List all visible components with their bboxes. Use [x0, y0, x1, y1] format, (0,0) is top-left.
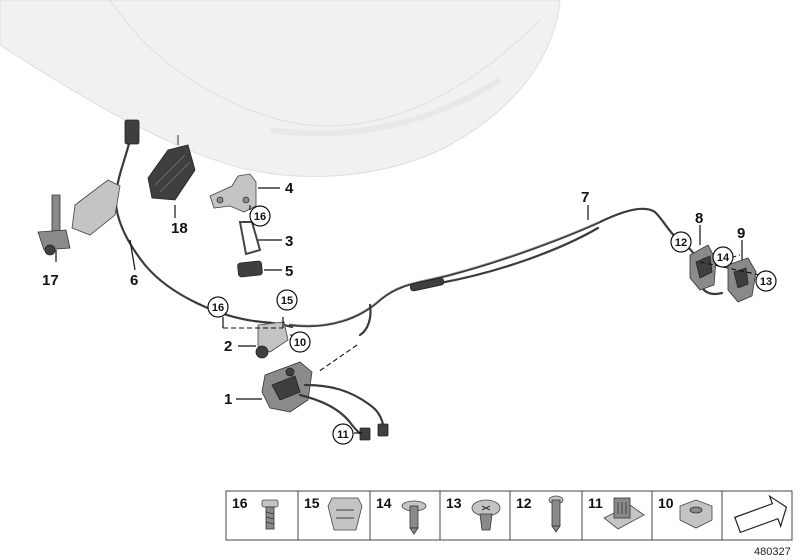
circled-callouts: 16 16 15 10 11 12 14 13	[207, 205, 777, 445]
circled-16-lower: 16	[212, 302, 224, 314]
bolt-icon	[261, 499, 279, 530]
table-cell-11: 11	[588, 495, 603, 511]
callout-5: 5	[285, 263, 293, 280]
part-17-bracket	[37, 179, 121, 262]
orientation-arrow-icon	[734, 494, 788, 534]
circled-11: 11	[337, 429, 349, 441]
callout-9: 9	[737, 225, 745, 242]
circled-14: 14	[717, 252, 730, 264]
table-cell-16: 16	[232, 495, 248, 511]
cable-sleeve	[409, 277, 445, 292]
part-8-handle	[689, 244, 717, 291]
callout-labels: 18 4 3 5 17 6 7 8 9 2 1	[42, 180, 745, 408]
circled-13: 13	[760, 276, 772, 288]
connector-icon	[603, 497, 645, 530]
clip-icon	[327, 497, 363, 531]
circled-15: 15	[281, 295, 293, 307]
part-9-lever	[727, 257, 757, 303]
screw-icon	[401, 500, 427, 535]
screw-small-icon	[548, 495, 564, 533]
part-5-buffer	[237, 260, 263, 278]
callout-7: 7	[581, 189, 589, 206]
callout-17: 17	[42, 272, 59, 289]
circled-10: 10	[294, 337, 306, 349]
callout-6: 6	[130, 272, 138, 289]
table-cell-13: 13	[446, 495, 462, 511]
rivet-icon	[471, 499, 501, 531]
part-3-seal	[238, 221, 262, 256]
table-cell-10: 10	[658, 495, 674, 511]
part-2-catch	[255, 321, 289, 359]
hood-panel	[0, 0, 561, 177]
document-id: 480327	[754, 546, 791, 558]
bowden-cable-main	[288, 207, 724, 328]
nut-icon	[679, 499, 713, 529]
callout-2: 2	[224, 338, 232, 355]
callout-4: 4	[285, 180, 294, 197]
table-cell-15: 15	[304, 495, 320, 511]
table-cell-14: 14	[376, 495, 392, 511]
callout-3: 3	[285, 233, 293, 250]
callout-8: 8	[695, 210, 703, 227]
fastener-table: 16 15 14 13 12 11 10	[225, 490, 793, 541]
part-18-sensor	[124, 119, 196, 201]
circled-12: 12	[675, 237, 687, 249]
part-1-lock	[261, 361, 389, 441]
part-4-bracket	[209, 173, 257, 213]
table-cell-12: 12	[516, 495, 532, 511]
leader-lines	[129, 187, 761, 434]
callout-1: 1	[224, 391, 232, 408]
cable-6	[114, 138, 372, 337]
circled-16-upper: 16	[254, 211, 266, 223]
callout-18: 18	[171, 220, 188, 237]
